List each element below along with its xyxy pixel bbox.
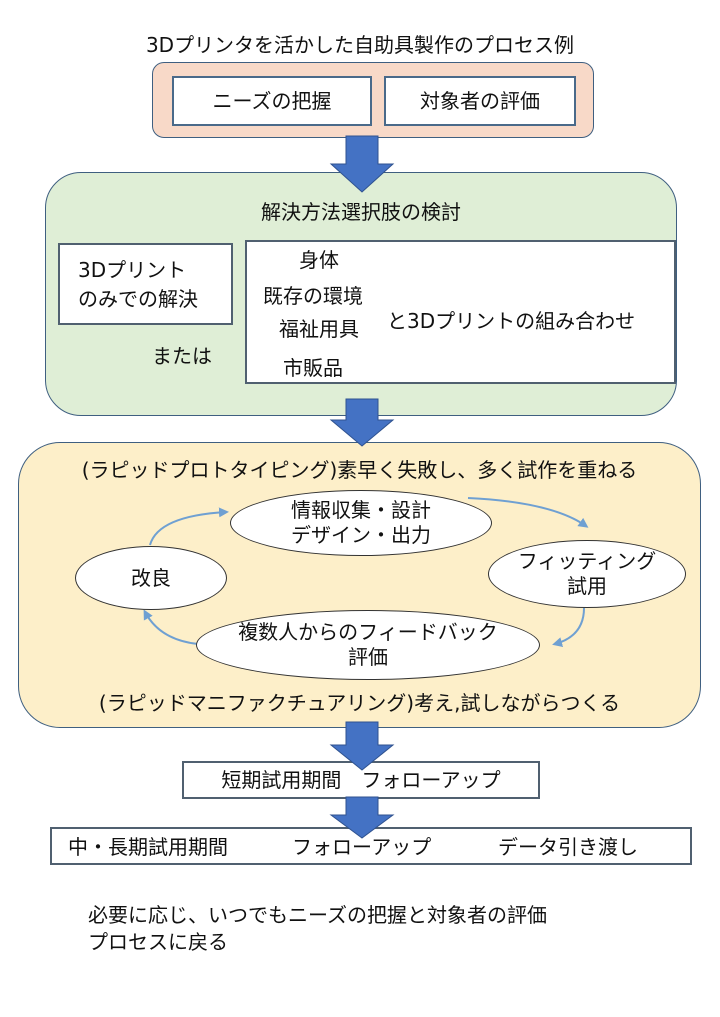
evaluation-box: 対象者の評価	[384, 76, 576, 126]
fitting-line2: 試用	[567, 574, 607, 598]
evaluation-label: 対象者の評価	[420, 89, 540, 113]
print-only-line2: のみでの解決	[78, 287, 198, 311]
print-only-box: 3Dプリント のみでの解決	[58, 243, 233, 325]
feedback-line1: 複数人からのフィードバック	[238, 620, 498, 644]
needs-label: ニーズの把握	[212, 89, 332, 113]
fitting-line1: フィッティング	[517, 549, 657, 573]
combination-box: 身体 既存の環境 福祉用具 市販品 と3Dプリントの組み合わせ	[245, 240, 676, 384]
footer-line1: 必要に応じ、いつでもニーズの把握と対象者の評価	[88, 903, 547, 927]
or-label: または	[152, 344, 212, 368]
cycle-arrow-to-feedback	[552, 607, 585, 647]
down-arrow-4	[329, 796, 395, 839]
cycle-arrow-to-design	[149, 507, 229, 546]
stage2-heading: 解決方法選択肢の検討	[261, 200, 461, 224]
down-arrow-2	[329, 398, 395, 447]
footer-line2: プロセスに戻る	[88, 930, 228, 954]
short-term-trial-label: 短期試用期間 フォローアップ	[221, 768, 501, 792]
improve-ellipse: 改良	[75, 546, 227, 610]
option-commercial-products: 市販品	[283, 356, 343, 380]
follow-up-label: フォローアップ	[292, 835, 432, 859]
option-body: 身体	[299, 248, 339, 272]
feedback-line2: 評価	[348, 645, 388, 669]
option-assistive-devices: 福祉用具	[279, 317, 359, 341]
down-arrow-3	[329, 721, 395, 771]
diagram-title: 3Dプリンタを活かした自助具製作のプロセス例	[145, 33, 575, 57]
long-term-trial-label: 中・長期試用期間	[68, 835, 228, 859]
feedback-ellipse: 複数人からのフィードバック 評価	[196, 610, 540, 680]
rapid-manufacturing-note: (ラピッドマニファクチュアリング)考え,試しながらつくる	[98, 691, 621, 715]
cycle-arrow-to-fitting	[467, 497, 589, 528]
improve-label: 改良	[131, 565, 171, 590]
data-handover-label: データ引き渡し	[498, 835, 638, 859]
fitting-ellipse: フィッティング 試用	[488, 540, 686, 608]
design-ellipse: 情報収集・設計 デザイン・出力	[230, 490, 492, 556]
rapid-prototyping-note: (ラピッドプロトタイピング)素早く失敗し、多く試作を重ねる	[81, 458, 638, 482]
design-line2: デザイン・出力	[291, 523, 431, 547]
design-line1: 情報収集・設計	[291, 498, 431, 522]
option-existing-environment: 既存の環境	[263, 284, 363, 308]
long-term-trial-box: 中・長期試用期間 フォローアップ データ引き渡し	[50, 827, 692, 865]
print-only-line1: 3Dプリント	[78, 258, 187, 282]
combination-label: と3Dプリントの組み合わせ	[387, 309, 636, 333]
needs-box: ニーズの把握	[172, 76, 372, 126]
cycle-arrow-to-improve	[143, 609, 199, 645]
down-arrow-1	[329, 135, 395, 193]
